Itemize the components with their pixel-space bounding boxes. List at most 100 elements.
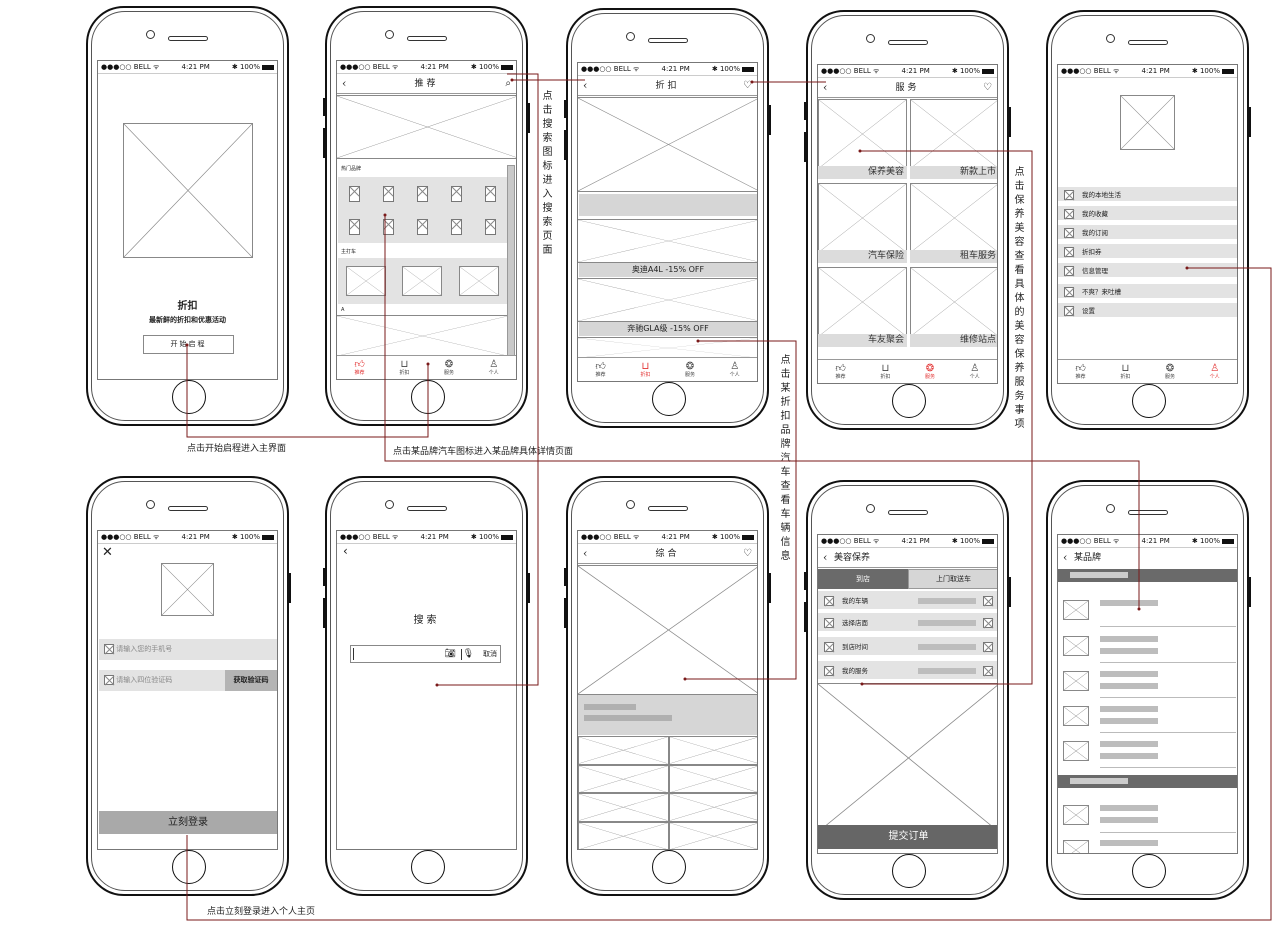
thumb[interactable]	[668, 821, 757, 849]
back-icon[interactable]: ‹	[1063, 551, 1068, 564]
thumb[interactable]	[668, 793, 757, 822]
service-tile-label[interactable]: 保养美容	[818, 166, 907, 179]
car-thumb[interactable]	[1063, 706, 1089, 726]
service-tile[interactable]	[818, 183, 907, 253]
service-tile[interactable]	[818, 99, 907, 169]
brand-icon[interactable]	[450, 185, 462, 202]
menu-item[interactable]: 折扣券	[1058, 244, 1237, 260]
heart-icon[interactable]: ♡	[743, 548, 752, 559]
tab-in-store[interactable]: 到店	[818, 569, 908, 589]
microphone-icon[interactable]: 🎙︎	[462, 649, 474, 659]
tab-service[interactable]: ❂服务	[1165, 363, 1176, 380]
menu-item[interactable]: 设置	[1058, 303, 1237, 319]
thumb[interactable]	[668, 736, 757, 765]
brand-icon[interactable]	[484, 185, 496, 202]
car-thumb[interactable]	[458, 266, 499, 296]
service-tile[interactable]	[910, 267, 997, 337]
car-deal-card[interactable]	[578, 278, 757, 322]
tab-discount[interactable]: ⊔折扣	[880, 363, 891, 380]
cancel-button[interactable]: 取消	[483, 650, 497, 658]
form-row[interactable]: 我的车辆	[818, 591, 997, 611]
service-tile-label[interactable]: 租车服务	[910, 250, 997, 263]
car-thumb[interactable]	[1063, 636, 1089, 656]
tab-discount[interactable]: ⊔折扣	[399, 359, 410, 376]
car-thumb[interactable]	[1063, 671, 1089, 691]
menu-item[interactable]: 我的订阅	[1058, 225, 1237, 241]
tab-recommend[interactable]: 👍︎推荐	[1075, 363, 1086, 380]
thumb[interactable]	[578, 821, 669, 849]
tab-profile[interactable]: ♙个人	[1209, 363, 1220, 380]
back-icon[interactable]: ‹	[342, 77, 347, 90]
brand-icon[interactable]	[383, 185, 395, 202]
brand-icon[interactable]	[484, 218, 496, 235]
start-button[interactable]: 开始启程	[143, 335, 234, 354]
phone-input[interactable]: 请输入您的手机号	[99, 639, 277, 660]
service-tile-label[interactable]: 维修站点	[910, 334, 997, 347]
tab-discount[interactable]: ⊔折扣	[640, 361, 651, 378]
form-row[interactable]: 到店时间	[818, 637, 997, 657]
back-icon[interactable]: ‹	[343, 544, 348, 558]
menu-item[interactable]: 信息管理	[1058, 263, 1237, 279]
code-input[interactable]: 请输入四位验证码	[99, 670, 225, 691]
menu-item[interactable]: 我的本地生活	[1058, 187, 1237, 203]
thumb[interactable]	[578, 764, 669, 793]
car-deal-card[interactable]	[578, 337, 757, 359]
back-icon[interactable]: ‹	[583, 79, 588, 92]
tab-service[interactable]: ❂服务	[925, 363, 936, 380]
brand-icon[interactable]	[450, 218, 462, 235]
camera-icon[interactable]: 📷︎	[444, 649, 456, 659]
service-tile[interactable]	[910, 183, 997, 253]
menu-item[interactable]: 不爽？来吐槽	[1058, 284, 1237, 300]
car-thumb[interactable]	[1063, 840, 1089, 853]
service-tile[interactable]	[818, 267, 907, 337]
get-code-button[interactable]: 获取验证码	[225, 670, 277, 691]
car-thumb[interactable]	[1063, 741, 1089, 761]
car-thumb[interactable]	[1063, 600, 1089, 620]
car-thumb[interactable]	[1063, 805, 1089, 825]
deal-label[interactable]: 奥迪A4L -15% OFF	[579, 263, 757, 277]
car-deal-card[interactable]	[578, 219, 757, 263]
logo-placeholder	[161, 563, 214, 616]
submit-order-button[interactable]: 提交订单	[818, 825, 997, 849]
heart-icon[interactable]: ♡	[743, 80, 752, 91]
tab-recommend[interactable]: 👍︎推荐	[835, 363, 846, 380]
thumb[interactable]	[578, 793, 669, 822]
brand-icon[interactable]	[416, 185, 428, 202]
car-thumb[interactable]	[402, 266, 443, 296]
back-icon[interactable]: ‹	[823, 551, 828, 564]
brand-icon[interactable]	[416, 218, 428, 235]
tab-pickup[interactable]: 上门取送车	[908, 569, 997, 589]
login-button[interactable]: 立刻登录	[99, 811, 277, 834]
form-row[interactable]: 我的服务	[818, 661, 997, 681]
tab-recommend[interactable]: 👍︎推荐	[595, 361, 606, 378]
service-tile-label[interactable]: 车友聚会	[818, 334, 907, 347]
brand-icon[interactable]	[383, 218, 395, 235]
thumb[interactable]	[668, 764, 757, 793]
tab-service[interactable]: ❂服务	[444, 359, 455, 376]
form-row[interactable]: 选择店面	[818, 613, 997, 633]
search-input[interactable]: 📷︎ 🎙︎ 取消	[350, 645, 501, 663]
tab-discount[interactable]: ⊔折扣	[1120, 363, 1131, 380]
tab-profile[interactable]: ♙个人	[488, 359, 499, 376]
brand-icon[interactable]	[349, 218, 361, 235]
tab-service[interactable]: ❂服务	[685, 361, 696, 378]
deal-label[interactable]: 奔驰GLA级 -15% OFF	[579, 322, 757, 336]
car-thumb[interactable]	[346, 266, 387, 296]
service-tile[interactable]	[910, 99, 997, 169]
search-icon[interactable]: ⌕	[505, 78, 511, 89]
heart-icon[interactable]: ♡	[983, 82, 992, 93]
service-tile-label[interactable]: 新款上市	[910, 166, 997, 179]
avatar[interactable]	[1120, 95, 1175, 150]
scrollbar[interactable]	[507, 165, 515, 357]
tab-profile[interactable]: ♙个人	[729, 361, 740, 378]
brand-icon[interactable]	[349, 185, 361, 202]
thumb[interactable]	[578, 736, 669, 765]
service-tile-label[interactable]: 汽车保险	[818, 250, 907, 263]
back-icon[interactable]: ‹	[583, 547, 588, 560]
close-icon[interactable]: ✕	[102, 545, 113, 560]
tab-profile[interactable]: ♙个人	[969, 363, 980, 380]
menu-item[interactable]: 我的收藏	[1058, 206, 1237, 222]
tab-recommend[interactable]: 👍︎推荐	[354, 359, 365, 376]
back-icon[interactable]: ‹	[823, 81, 828, 94]
